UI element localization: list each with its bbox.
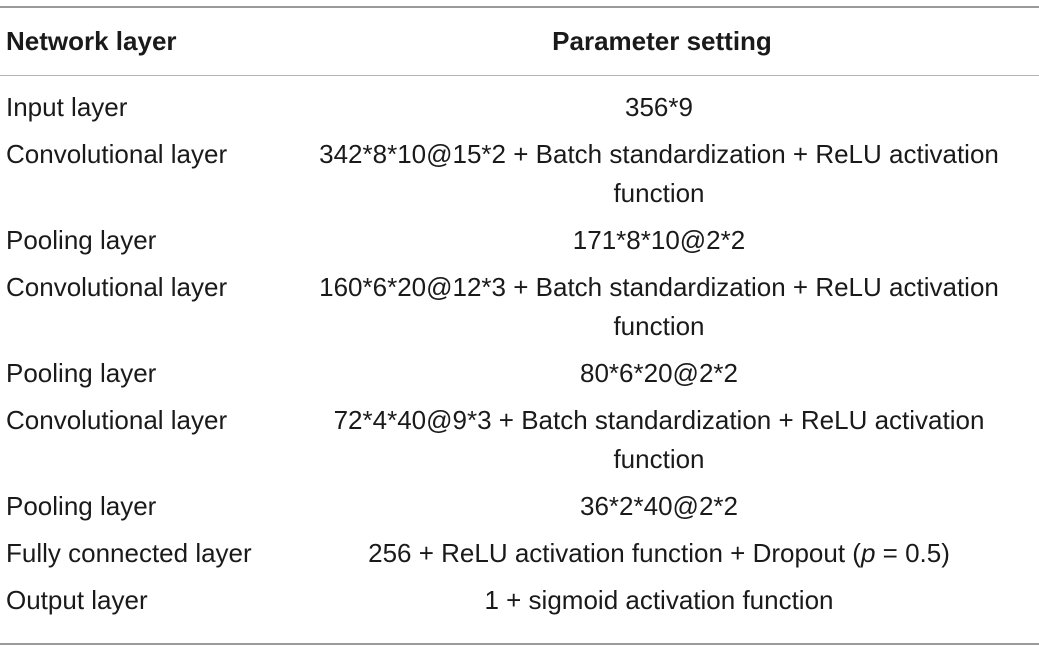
param-text-pre: 256 + ReLU activation function + Dropout… [368,538,861,568]
param-variable-p: p [860,538,876,568]
param-cell: 160*6*20@12*3 + Batch standardization + … [319,272,999,341]
param-text-post: = 0.5) [875,538,950,568]
layer-cell: Pooling layer [6,491,157,521]
table-row: Pooling layer 36*2*40@2*2 [0,487,1039,534]
layer-cell: Convolutional layer [6,405,228,435]
table-row: Convolutional layer 72*4*40@9*3 + Batch … [0,401,1039,487]
layer-cell: Convolutional layer [6,139,228,169]
param-cell: 36*2*40@2*2 [580,491,738,521]
table-row: Pooling layer 80*6*20@2*2 [0,354,1039,401]
table-row: Pooling layer 171*8*10@2*2 [0,221,1039,268]
param-cell: 171*8*10@2*2 [572,225,746,255]
layer-cell: Pooling layer [6,225,157,255]
param-cell: 72*4*40@9*3 + Batch standardization + Re… [333,405,985,474]
table-row: Fully connected layer 256 + ReLU activat… [0,534,1039,581]
param-cell: 1 + sigmoid activation function [484,585,834,615]
header-parameter-setting: Parameter setting [552,25,772,56]
layer-cell: Pooling layer [6,358,157,388]
table-row: Input layer 356*9 [0,88,1039,135]
table-body: Input layer 356*9 Convolutional layer 34… [0,88,1039,628]
param-cell: 256 + ReLU activation function + Dropout… [285,534,1039,581]
layer-cell: Fully connected layer [6,538,252,568]
layer-cell: Input layer [6,92,128,122]
param-cell: 356*9 [625,92,693,122]
top-rule [0,6,1039,8]
layer-cell: Convolutional layer [6,272,228,302]
param-cell: 80*6*20@2*2 [580,358,738,388]
header-rule [0,75,1039,76]
layer-cell: Output layer [6,585,148,615]
header-network-layer: Network layer [6,25,177,56]
table-header: Network layer Parameter setting [0,6,1039,76]
table-row: Convolutional layer 342*8*10@15*2 + Batc… [0,135,1039,221]
table-row: Convolutional layer 160*6*20@12*3 + Batc… [0,268,1039,354]
param-cell: 342*8*10@15*2 + Batch standardization + … [319,139,999,208]
bottom-rule [0,643,1039,645]
table-row: Output layer 1 + sigmoid activation func… [0,581,1039,628]
